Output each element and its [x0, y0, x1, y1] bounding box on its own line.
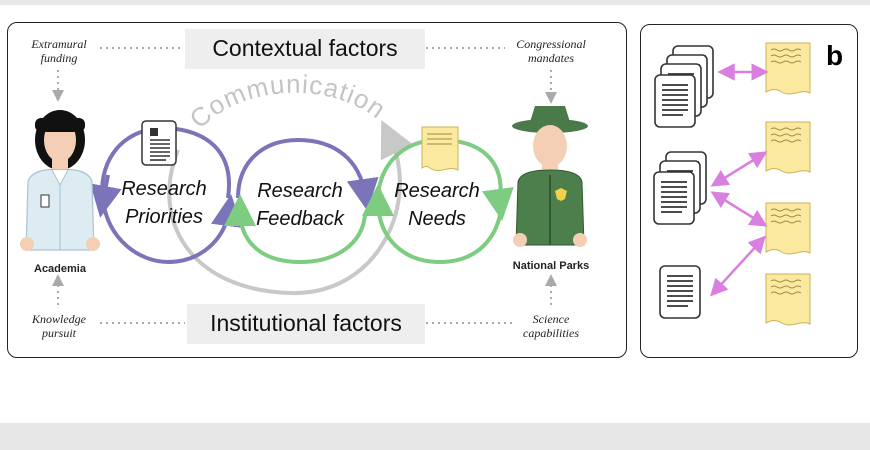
needs-loop-arrow-right [482, 187, 514, 221]
science-capabilities-label: Science capabilities [523, 312, 579, 340]
document-stack-icon-large [654, 45, 714, 128]
priorities-loop-arrow-left [90, 174, 122, 218]
panel-b-letter: b [826, 40, 844, 71]
note-icon-3 [765, 202, 811, 255]
document-icon-priorities [141, 120, 177, 166]
note-icon-4 [765, 273, 811, 326]
extramural-funding-label: Extramural funding [31, 37, 87, 65]
note-icon-1 [765, 42, 811, 95]
academia-label: Academia [34, 263, 86, 275]
note-icon-2 [765, 121, 811, 174]
academic-person-icon [20, 110, 100, 251]
congressional-mandates-label: Congressional mandates [516, 37, 586, 65]
feedback-loop-top [236, 137, 379, 211]
institutional-factors-label: Institutional factors [187, 304, 425, 344]
communication-arc [167, 119, 414, 296]
double-arrow-icons [710, 63, 769, 297]
national-parks-label: National Parks [512, 260, 590, 272]
document-icon-single [659, 265, 701, 319]
dotted-connectors [52, 47, 557, 324]
bottom-band [0, 423, 870, 450]
park-ranger-icon [512, 106, 588, 247]
note-icon-needs [421, 126, 459, 172]
contextual-factors-label: Contextual factors [185, 29, 425, 69]
document-stack-icon-medium [653, 151, 707, 225]
feedback-loop-bottom [224, 194, 367, 265]
research-priorities-label: Research Priorities [121, 178, 207, 228]
research-needs-label: Research Needs [394, 180, 480, 230]
knowledge-pursuit-label: Knowledge pursuit [32, 312, 86, 340]
top-divider [0, 0, 870, 5]
research-feedback-label: Research Feedback [256, 180, 344, 230]
